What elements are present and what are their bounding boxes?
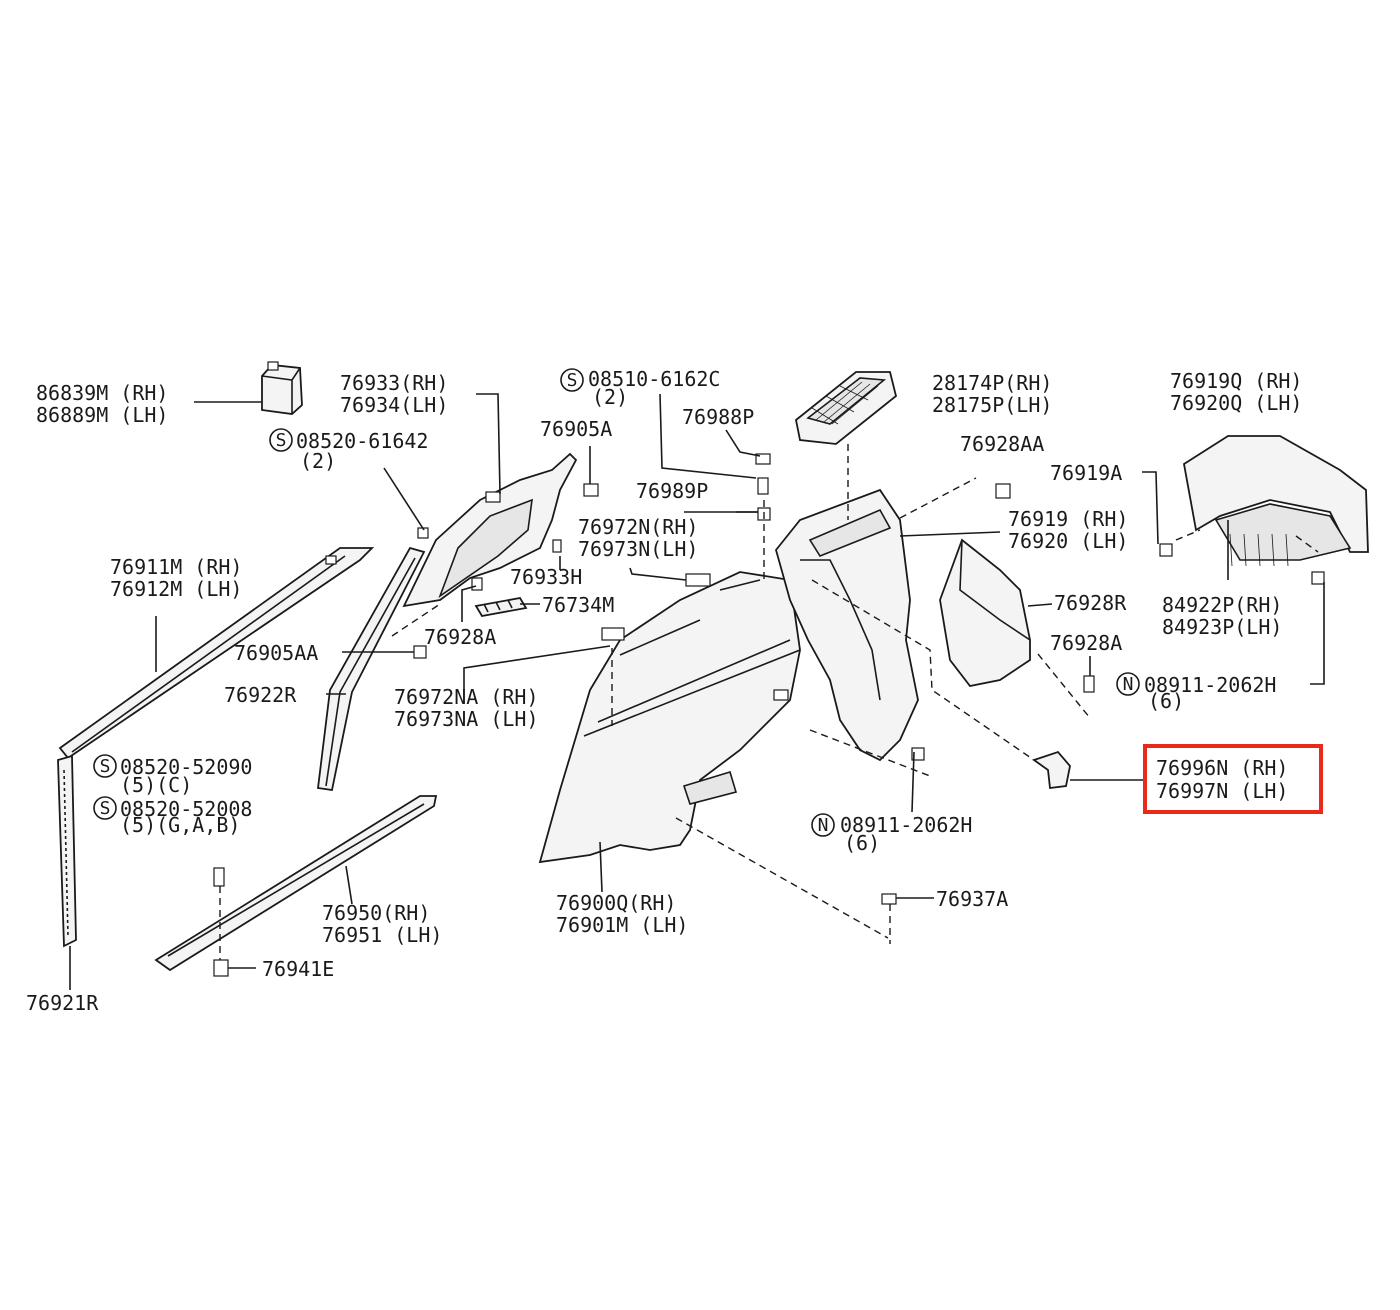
label-76973n: 76973N(LH) [578,537,698,561]
part-76734m-clip [474,597,528,617]
label-qty-6a: (6) [1148,689,1184,713]
label-76928r: 76928R [1054,591,1127,615]
label-qty-2b: (2) [592,385,628,409]
part-76922r-pillar [316,546,426,792]
label-76920: 76920 (LH) [1008,529,1128,553]
label-76941e: 76941E [262,957,334,981]
label-76734m: 76734M [542,593,614,617]
label-76901m: 76901M (LH) [556,913,688,937]
label-qty-5gab: (5)(G,A,B) [120,813,240,837]
label-76972n: 76972N(RH) [578,515,698,539]
label-qty-5c: (5)(C) [120,773,192,797]
label-08911-b: 08911-2062H [840,813,972,837]
label-76919q: 76919Q (RH) [1170,369,1302,393]
svg-text:S: S [567,370,578,391]
label-76988p: 76988P [682,405,754,429]
part-76933-trim [402,452,578,608]
part-76900q-panel [538,571,801,864]
label-76905aa: 76905AA [234,641,318,665]
label-76912m: 76912M (LH) [110,577,242,601]
label-76937a: 76937A [936,887,1008,911]
label-76919a: 76919A [1050,461,1122,485]
symbol-s-08510: S [560,368,584,392]
part-76950-sill [154,795,438,972]
dashed-lines [219,444,1319,960]
label-76911m: 76911M (RH) [110,555,242,579]
label-84923p: 84923P(LH) [1162,615,1282,639]
label-08520-52090: 08520-52090 [120,755,252,779]
label-qty-2a: (2) [300,449,336,473]
part-76919-inner [775,488,919,762]
label-28175p: 28175P(LH) [932,393,1052,417]
label-76934: 76934(LH) [340,393,448,417]
label-86839m: 86839M (RH) [36,381,168,405]
fasteners [213,453,1325,977]
label-76973na: 76973NA (LH) [394,707,539,731]
part-86839m-box [261,361,303,415]
label-76919: 76919 (RH) [1008,507,1128,531]
label-76989p: 76989P [636,479,708,503]
part-76921r-strip [57,754,77,948]
label-28174p: 28174P(RH) [932,371,1052,395]
label-76900q: 76900Q(RH) [556,891,676,915]
label-76950: 76950(RH) [322,901,430,925]
svg-text:N: N [1123,674,1134,695]
label-76933: 76933(RH) [340,371,448,395]
part-76911m-rail [58,547,375,760]
label-86889m: 86889M (LH) [36,403,168,427]
label-76922r: 76922R [224,683,297,707]
svg-text:S: S [276,430,287,451]
label-76928a-1: 76928A [424,625,496,649]
symbol-s-08520-52090: S [93,754,117,778]
symbol-n-08911-a: N [1116,672,1140,696]
label-76928aa: 76928AA [960,432,1044,456]
part-76928r-pocket [939,538,1031,687]
label-76921r: 76921R [26,991,99,1015]
highlight-box [1143,744,1323,814]
symbol-s-08520-52008: S [93,796,117,820]
label-76933h: 76933H [510,565,582,589]
part-76996n-bracket [1032,750,1071,790]
leader-lines [69,393,1325,990]
label-qty-6b: (6) [844,831,880,855]
label-76905a: 76905A [540,417,612,441]
label-76928a-2: 76928A [1050,631,1122,655]
part-28174p-grille [795,371,898,445]
label-76951: 76951 (LH) [322,923,442,947]
svg-text:S: S [100,756,111,777]
label-08911-a: 08911-2062H [1144,673,1276,697]
label-76920q: 76920Q (LH) [1170,391,1302,415]
label-08510: 08510-6162C [588,367,720,391]
symbol-s-08520-61642: S [269,428,293,452]
label-08520-52008: 08520-52008 [120,797,252,821]
label-76996n: 76996N (RH) [1156,756,1288,780]
part-76919q-trim [1183,435,1369,567]
svg-text:N: N [818,815,829,836]
symbol-n-08911-b: N [811,813,835,837]
label-84922p: 84922P(RH) [1162,593,1282,617]
svg-text:S: S [100,798,111,819]
label-76972na: 76972NA (RH) [394,685,539,709]
label-08520-61642: 08520-61642 [296,429,428,453]
label-76997n: 76997N (LH) [1156,779,1288,803]
